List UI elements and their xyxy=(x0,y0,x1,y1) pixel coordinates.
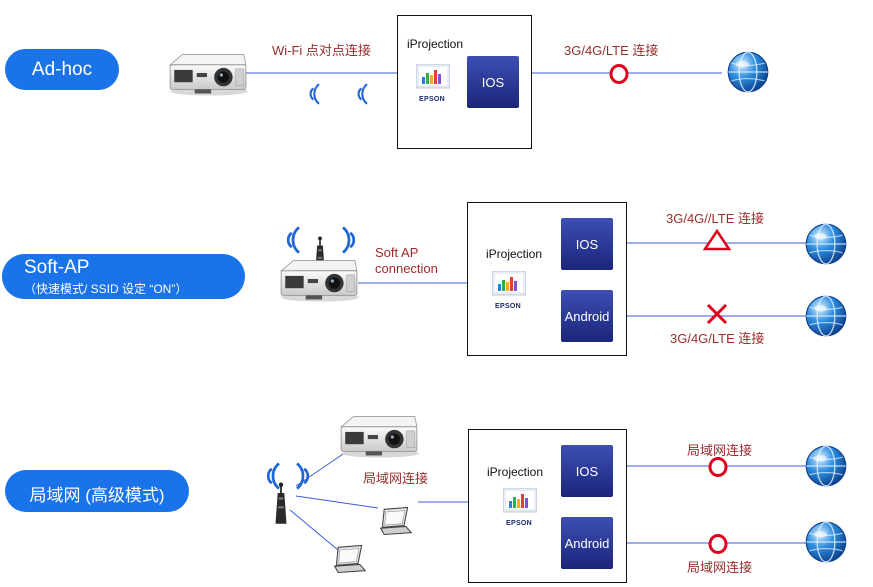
app-logo-text: EPSON xyxy=(495,303,522,310)
link-label: Soft AP xyxy=(375,245,419,260)
mode-sublabel: （快速模式/ SSID 设定 “ON”） xyxy=(24,282,188,296)
globe-icon xyxy=(726,50,770,94)
mode-label: Soft-AP xyxy=(24,257,90,278)
projector-icon xyxy=(275,256,361,302)
link-label: 局域网连接 xyxy=(363,471,429,486)
platform-label: IOS xyxy=(575,236,599,252)
platform-label: Android xyxy=(564,535,610,551)
globe-icon xyxy=(804,444,848,488)
app-logo-text: EPSON xyxy=(419,96,446,103)
globe-icon xyxy=(804,294,848,338)
epson-iprojection-icon xyxy=(503,488,537,522)
platform-label: IOS xyxy=(575,463,599,479)
mode-pill-lan: 局域网 (高级模式) xyxy=(5,470,189,512)
status-cross-icon xyxy=(706,303,728,325)
status-triangle-icon xyxy=(703,228,731,251)
globe-icon xyxy=(804,520,848,564)
projector-icon xyxy=(164,50,250,96)
mode-label: 局域网 (高级模式) xyxy=(29,486,165,505)
app-box: iProjection EPSON IOS Android xyxy=(468,429,627,583)
app-box: iProjection EPSON IOS xyxy=(397,15,532,149)
platform-tile-android: Android xyxy=(561,517,613,569)
app-title: iProjection xyxy=(486,247,543,261)
projector-icon xyxy=(335,412,421,458)
mode-pill-softap: Soft-AP （快速模式/ SSID 设定 “ON”） xyxy=(2,254,245,299)
mode-label: Ad-hoc xyxy=(31,59,93,80)
wifi-waves-icon xyxy=(296,80,328,108)
link-label: connection xyxy=(375,261,438,276)
platform-label: Android xyxy=(564,308,610,324)
network-label: 3G/4G//LTE 连接 xyxy=(666,211,765,226)
platform-tile-ios: IOS xyxy=(561,445,613,497)
network-label: 局域网连接 xyxy=(687,560,753,575)
network-label: 局域网连接 xyxy=(687,443,753,458)
epson-iprojection-icon xyxy=(492,271,526,305)
app-title: iProjection xyxy=(407,37,464,51)
app-box: iProjection EPSON IOS Android xyxy=(467,202,627,356)
platform-tile-android: Android xyxy=(561,290,613,342)
app-logo-text: EPSON xyxy=(506,520,533,527)
platform-tile-ios: IOS xyxy=(467,56,519,108)
app-title: iProjection xyxy=(487,465,544,479)
laptop-icon xyxy=(331,543,367,575)
laptop-icon xyxy=(377,505,413,537)
antenna-icon xyxy=(272,482,290,526)
wifi-waves-icon xyxy=(344,80,376,108)
status-circle-icon xyxy=(708,534,728,554)
network-label: 3G/4G/LTE 连接 xyxy=(670,331,765,346)
platform-label: IOS xyxy=(481,74,505,90)
status-circle-icon xyxy=(609,64,629,84)
wifi-waves-icon xyxy=(334,222,370,258)
mode-pill-adhoc: Ad-hoc xyxy=(5,49,119,90)
globe-icon xyxy=(804,222,848,266)
status-circle-icon xyxy=(708,457,728,477)
wifi-waves-icon xyxy=(272,222,308,258)
link-label: Wi-Fi 点对点连接 xyxy=(272,43,371,58)
wifi-waves-icon xyxy=(288,458,324,494)
platform-tile-ios: IOS xyxy=(561,218,613,270)
epson-iprojection-icon xyxy=(416,64,450,98)
network-label: 3G/4G/LTE 连接 xyxy=(564,43,659,58)
